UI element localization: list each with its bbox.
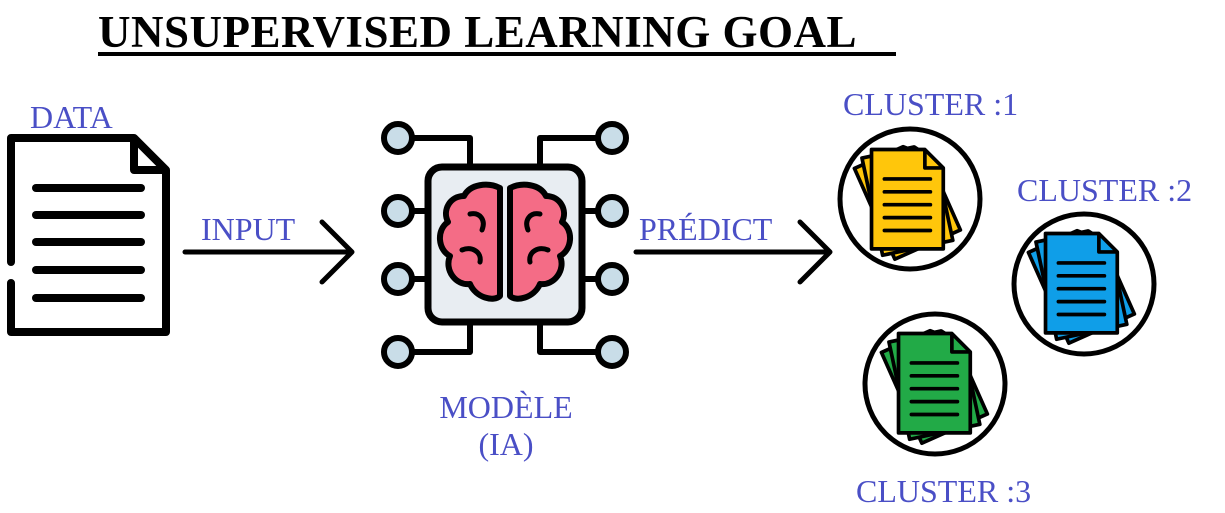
- input-arrow-icon: [182, 219, 355, 285]
- cluster2-icon: [1011, 211, 1157, 357]
- document-icon: [7, 134, 170, 336]
- predict-arrow-icon: [633, 219, 833, 285]
- cluster1-icon: [837, 126, 983, 272]
- cluster2-label: CLUSTER :2: [1017, 172, 1193, 208]
- input-label: INPUT: [201, 211, 296, 247]
- cluster3-icon: [862, 311, 1008, 457]
- cluster1-label: CLUSTER :1: [843, 86, 1019, 122]
- brain-chip-icon: [381, 121, 629, 369]
- data-label: DATA: [30, 99, 113, 135]
- model-label-line2: (IA): [478, 426, 534, 462]
- cluster3-label: CLUSTER :3: [856, 473, 1032, 509]
- model-label-line1: MODÈLE: [439, 389, 573, 425]
- diagram-title: UNSUPERVISED LEARNING GOAL: [98, 7, 858, 57]
- predict-label: PRÉDICT: [639, 211, 773, 247]
- title-underline: [98, 52, 896, 56]
